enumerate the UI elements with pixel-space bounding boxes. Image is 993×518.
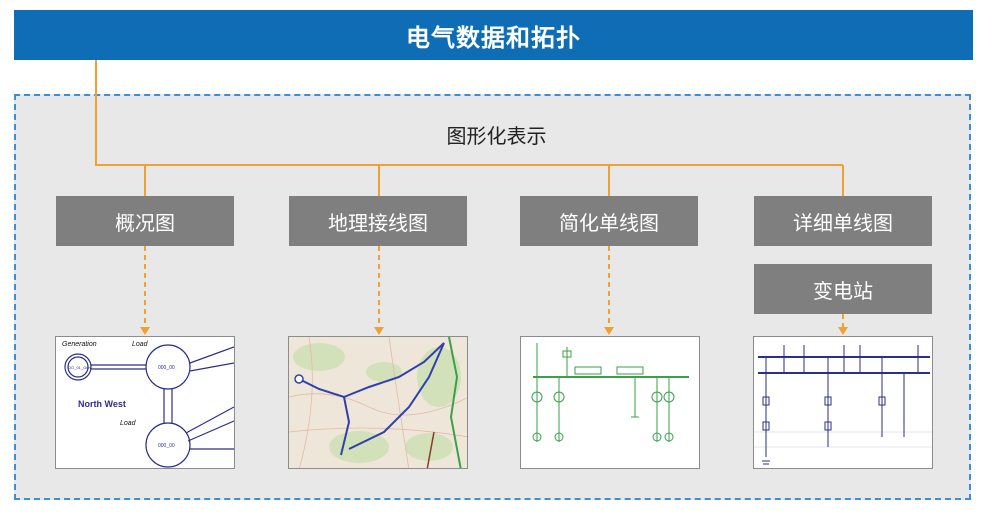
category-detailed-box: 详细单线图 — [754, 196, 932, 246]
page-title: 电气数据和拓扑 — [406, 23, 581, 52]
gen-node-label: GO_01_Gen — [68, 365, 91, 370]
geographic-map-thumbnail — [288, 336, 468, 469]
category-simplified-label: 简化单线图 — [559, 210, 659, 235]
generation-label: Generation — [62, 341, 97, 348]
node-top-label: 000_00 — [158, 365, 175, 371]
category-geographic-label: 地理接线图 — [328, 210, 428, 235]
detailed-single-line-thumbnail — [753, 336, 933, 469]
substation-label: 变电站 — [813, 278, 873, 303]
substation-box: 变电站 — [754, 264, 932, 314]
category-detailed-label: 详细单线图 — [793, 210, 893, 235]
category-overview-box: 概况图 — [56, 196, 234, 246]
node-bottom-label: 000_00 — [158, 443, 175, 449]
category-overview-label: 概况图 — [115, 210, 175, 235]
page-title-bar: 电气数据和拓扑 — [14, 10, 973, 60]
simplified-single-line-thumbnail — [520, 336, 700, 469]
overview-diagram-thumbnail: Generation Load Load North West 000_00 0… — [55, 336, 235, 469]
section-title: 图形化表示 — [446, 124, 547, 148]
category-geographic-box: 地理接线图 — [289, 196, 467, 246]
load-label-top: Load — [132, 341, 149, 348]
region-label: North West — [78, 399, 126, 409]
load-label-bottom: Load — [120, 420, 137, 427]
trunk-connector — [95, 60, 843, 166]
category-simplified-box: 简化单线图 — [520, 196, 698, 246]
